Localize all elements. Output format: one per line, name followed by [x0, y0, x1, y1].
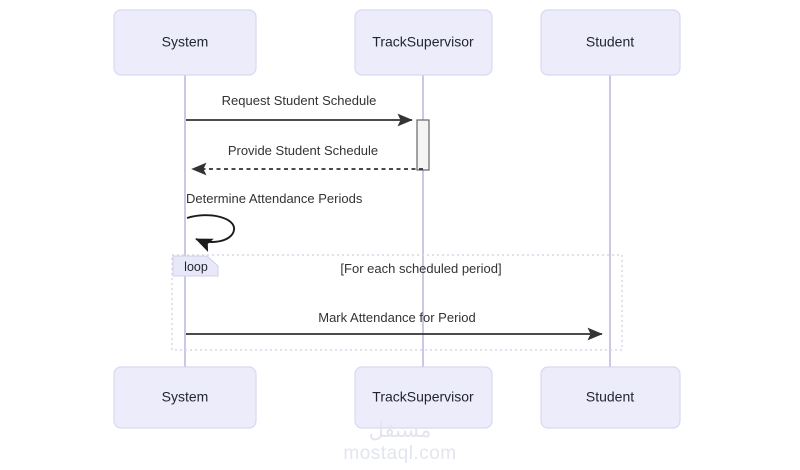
fragment-loop-label-shape [172, 255, 219, 277]
actor-label-system-bottom: System [162, 389, 209, 405]
actor-box-student-top-rect[interactable] [540, 9, 681, 76]
actor-box-track-supervisor-top-rect[interactable] [354, 9, 493, 76]
actor-label-track-supervisor-top: TrackSupervisor [372, 34, 474, 50]
actor-box-system-top-rect[interactable] [113, 9, 257, 76]
message-label-1: Request Student Schedule [222, 93, 377, 108]
actor-box-track-supervisor-top[interactable]: TrackSupervisor [354, 9, 493, 76]
actor-box-track-supervisor-bottom[interactable]: TrackSupervisor [354, 366, 493, 429]
message-mark-attendance-for-period: Mark Attendance for Period [186, 310, 603, 341]
actor-box-system-top[interactable]: System [113, 9, 257, 76]
actor-label-student-top: Student [586, 34, 634, 50]
fragment-loop-border [171, 254, 623, 351]
actor-box-student-top[interactable]: Student [540, 9, 681, 76]
fragment-loop: loop [For each scheduled period] [171, 254, 623, 351]
message-label-4: Mark Attendance for Period [318, 310, 476, 325]
message-arrow-3-selfloop [186, 214, 235, 252]
actor-box-student-bottom-rect[interactable] [540, 366, 681, 429]
fragment-loop-condition: [For each scheduled period] [340, 261, 501, 276]
actor-label-student-bottom: Student [586, 389, 634, 405]
message-label-3: Determine Attendance Periods [186, 191, 363, 206]
watermark-latin: mostaql.com [343, 443, 456, 464]
actor-label-track-supervisor-bottom: TrackSupervisor [372, 389, 474, 405]
actor-box-system-bottom[interactable]: System [113, 366, 257, 429]
actor-box-student-bottom[interactable]: Student [540, 366, 681, 429]
actor-box-system-bottom-rect[interactable] [113, 366, 257, 429]
watermark: مستقل mostaql.com [343, 418, 456, 464]
message-determine-attendance-periods: Determine Attendance Periods [186, 191, 363, 252]
activation-box-track-supervisor [416, 119, 430, 171]
message-provide-student-schedule: Provide Student Schedule [191, 143, 423, 176]
message-label-2: Provide Student Schedule [228, 143, 378, 158]
actor-box-track-supervisor-bottom-rect[interactable] [354, 366, 493, 429]
actor-label-system-top: System [162, 34, 209, 50]
message-request-student-schedule: Request Student Schedule [186, 93, 413, 127]
fragment-loop-title: loop [184, 260, 208, 274]
watermark-arabic: مستقل [369, 418, 432, 442]
